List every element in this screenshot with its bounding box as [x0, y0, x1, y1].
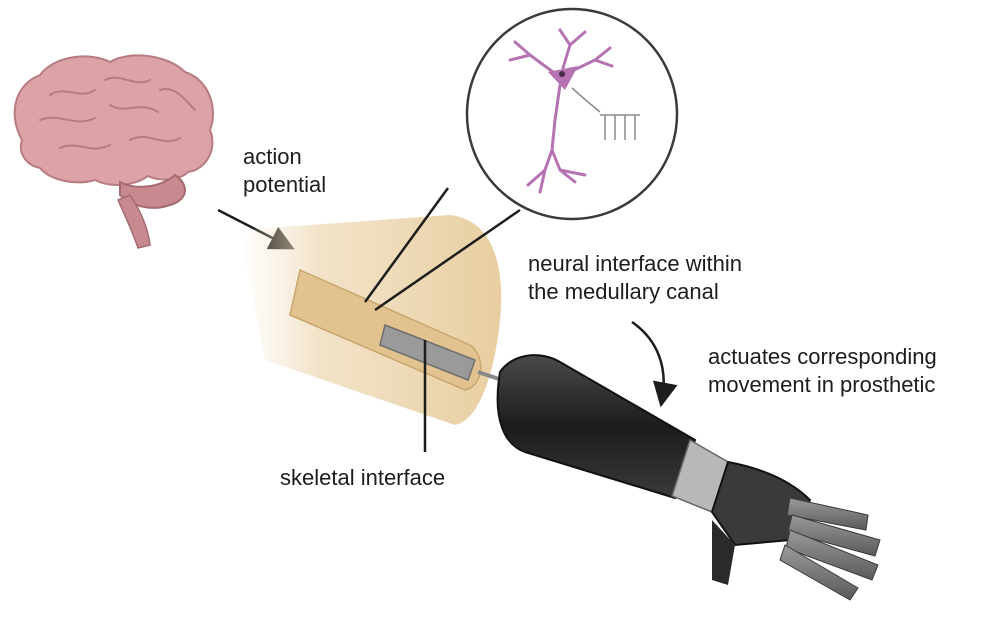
neural-interface-line-1: neural interface within: [528, 251, 743, 276]
prosthetic-arm-icon: [496, 354, 881, 601]
actuates-line-1: actuates corresponding: [708, 344, 937, 369]
brain-icon: [13, 54, 214, 249]
actuates-line-2: movement in prosthetic: [708, 372, 936, 397]
neural-interface-label: neural interface within the medullary ca…: [528, 250, 742, 306]
actuates-label: actuates corresponding movement in prost…: [708, 343, 937, 399]
skeletal-interface-label: skeletal interface: [280, 465, 446, 490]
action-potential-label: action potential: [243, 143, 326, 199]
neuron-icon: [465, 7, 679, 221]
zoom-line-2: [374, 208, 521, 312]
action-potential-line-1: action: [243, 144, 302, 169]
actuation-arrow: [631, 320, 678, 408]
residual-limb-icon: [240, 215, 503, 425]
neural-interface-line-2: the medullary canal: [528, 279, 719, 304]
action-potential-line-2: potential: [243, 172, 327, 197]
zoom-line-1: [363, 187, 450, 303]
